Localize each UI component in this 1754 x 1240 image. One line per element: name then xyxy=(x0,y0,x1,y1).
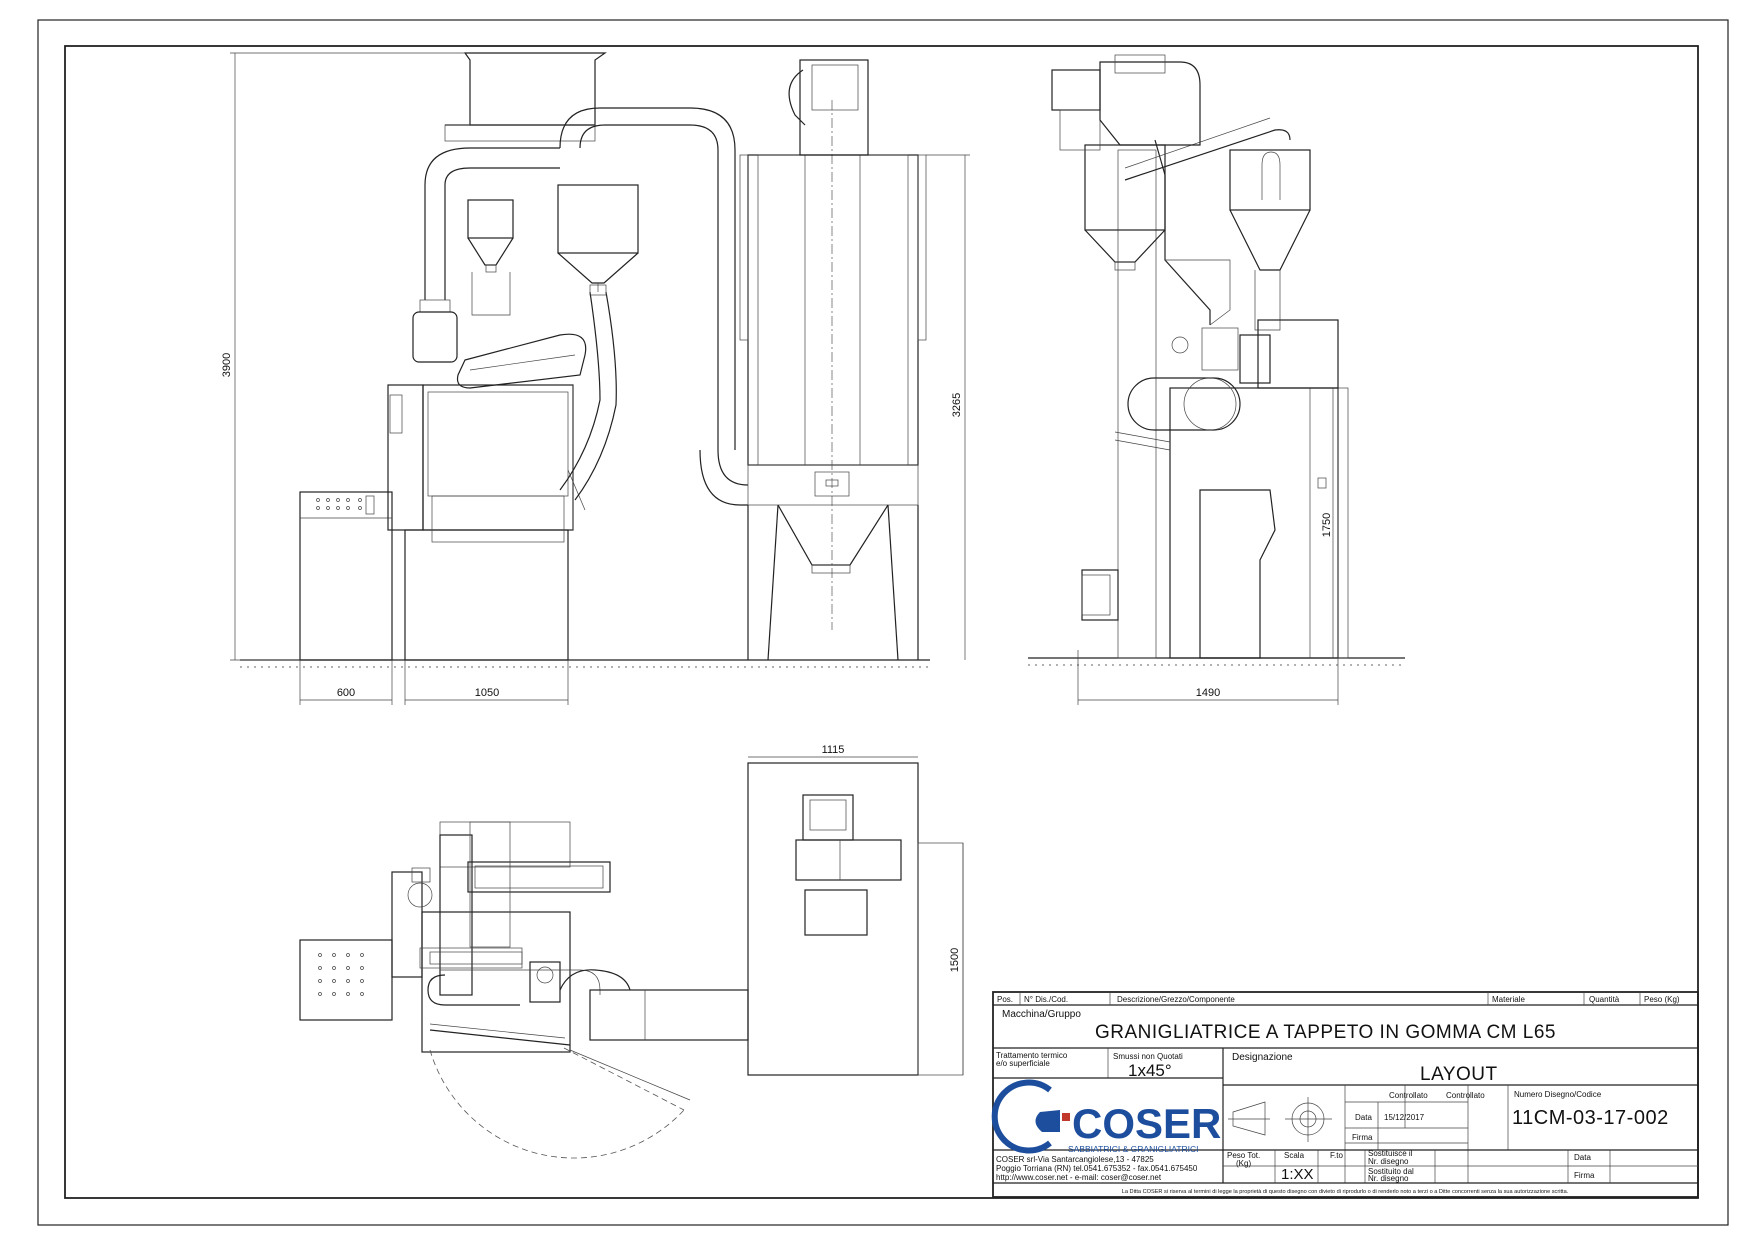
tb-designazione-label: Designazione xyxy=(1232,1052,1293,1063)
conveyor-front xyxy=(456,333,587,389)
side-view xyxy=(1028,54,1405,705)
dim-panel-width: 600 xyxy=(337,687,355,699)
tb-address-3: http://www.coser.net - e-mail: coser@cos… xyxy=(996,1173,1162,1182)
dim-machine-width: 1050 xyxy=(475,687,499,699)
tb-sostituito-1: Sostituito dal xyxy=(1368,1167,1414,1176)
tb-data-label-2: Data xyxy=(1574,1153,1591,1162)
top-hopper xyxy=(463,52,607,126)
logo-text: COSER xyxy=(1072,1100,1221,1147)
plan-view xyxy=(299,756,964,1159)
dim-front-height: 3900 xyxy=(221,353,233,377)
tb-trattamento-1: Trattamento termico xyxy=(996,1051,1068,1060)
dim-side-height: 1750 xyxy=(1321,513,1333,537)
side-cyclone-right xyxy=(1229,149,1311,211)
tb-scala-label: Scala xyxy=(1284,1151,1305,1160)
tb-macchina-value: GRANIGLIATRICE A TAPPETO IN GOMMA CM L65 xyxy=(1095,1022,1556,1043)
logo-swoosh-icon xyxy=(991,1079,1052,1154)
tb-trattamento-2: e/o superficiale xyxy=(996,1059,1050,1068)
tb-header-desc: Descrizione/Grezzo/Componente xyxy=(1117,995,1235,1004)
control-panel-front xyxy=(299,491,393,661)
tb-macchina-label: Macchina/Gruppo xyxy=(1002,1009,1081,1020)
tb-smussi-label: Smussi non Quotati xyxy=(1113,1052,1183,1061)
machine-base xyxy=(404,529,569,661)
tb-fto-label: F.to xyxy=(1330,1151,1343,1160)
machine-cabinet xyxy=(422,384,574,531)
title-block xyxy=(992,991,1699,1198)
tb-header-peso: Peso (Kg) xyxy=(1644,995,1680,1004)
tb-sostituisce-1: Sostituisce il xyxy=(1368,1149,1413,1158)
tb-firma-label-2: Firma xyxy=(1574,1171,1595,1180)
tb-sostituito-2: Nr. disegno xyxy=(1368,1174,1409,1183)
side-cyclone-left xyxy=(1084,144,1166,231)
tb-firma-label: Firma xyxy=(1352,1133,1373,1142)
tb-numero-label: Numero Disegno/Codice xyxy=(1514,1090,1602,1099)
projection-symbol xyxy=(1232,1101,1266,1136)
outer-border xyxy=(37,19,1729,1226)
dim-side-width: 1490 xyxy=(1196,687,1220,699)
inner-border xyxy=(64,45,1699,1199)
tb-peso-tot-1: Peso Tot. xyxy=(1227,1151,1260,1160)
front-view xyxy=(230,52,970,705)
tb-header-pos: Pos. xyxy=(997,995,1013,1004)
coser-logo: COSER SABBIATRICI & GRANIGLIATRICI xyxy=(991,1079,1221,1154)
cyclone-front xyxy=(557,184,639,254)
dim-plan-depth: 1500 xyxy=(949,948,961,972)
tb-scala-value: 1:XX xyxy=(1281,1166,1314,1183)
tb-smussi-value: 1x45° xyxy=(1128,1061,1172,1080)
tb-numero-value: 11CM-03-17-002 xyxy=(1512,1107,1669,1129)
tb-header-nr: N° Dis./Cod. xyxy=(1024,995,1068,1004)
filter-plan xyxy=(747,762,919,1076)
logo-mark-icon xyxy=(1035,1110,1060,1132)
tb-designazione-value: LAYOUT xyxy=(1420,1064,1498,1085)
main-duct-front xyxy=(559,107,736,450)
control-panel-plan xyxy=(299,939,393,1021)
tb-data-value: 15/12/2017 xyxy=(1384,1113,1425,1122)
tb-footer: La Ditta COSER si riserva al termini di … xyxy=(1122,1189,1569,1195)
machine-plan xyxy=(421,911,571,1053)
tb-address-2: Poggio Torriana (RN) tel.0541.675352 - f… xyxy=(996,1164,1198,1173)
tb-controllato-1: Controllato xyxy=(1389,1091,1428,1100)
dust-filter xyxy=(747,154,919,466)
tb-address-1: COSER srl-Via Santarcangiolese,13 - 4782… xyxy=(996,1155,1154,1164)
door-swing-arc xyxy=(429,1049,685,1159)
tb-header-quantita: Quantità xyxy=(1589,995,1620,1004)
tb-sostituisce-2: Nr. disegno xyxy=(1368,1157,1409,1166)
dim-plan-width: 1115 xyxy=(822,744,845,756)
tb-peso-tot-2: (Kg) xyxy=(1236,1159,1251,1168)
logo-tagline: SABBIATRICI & GRANIGLIATRICI xyxy=(1068,1144,1199,1154)
tb-controllato-2: Controllato xyxy=(1446,1091,1485,1100)
tb-data-label: Data xyxy=(1355,1113,1372,1122)
side-drum xyxy=(1127,377,1241,431)
dim-filter-height: 3265 xyxy=(951,393,963,417)
side-cabinet xyxy=(1169,387,1339,659)
tb-header-materiale: Materiale xyxy=(1492,995,1525,1004)
logo-dot-icon xyxy=(1062,1113,1070,1121)
